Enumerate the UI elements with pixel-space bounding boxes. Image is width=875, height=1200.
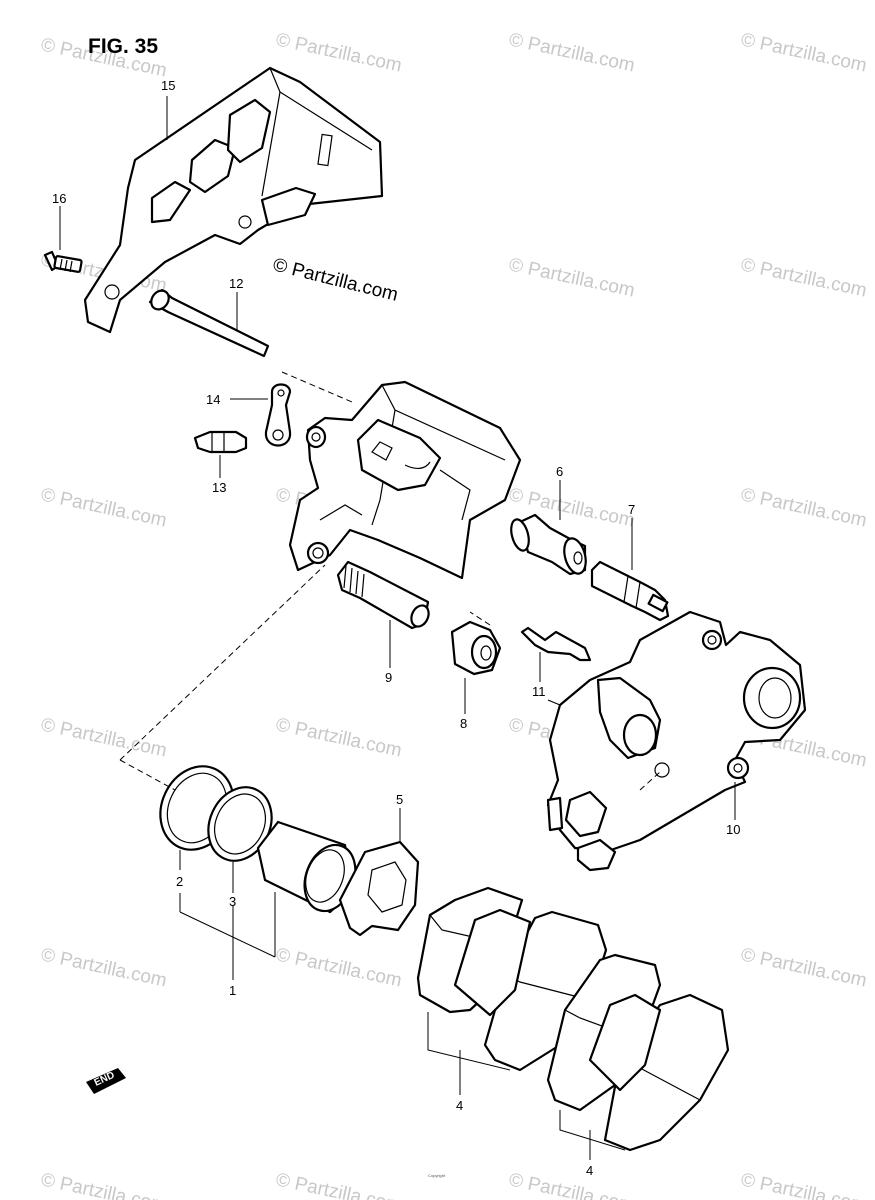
center-watermark: © Partzilla.com (271, 254, 400, 305)
bolt-part-7[interactable] (590, 560, 670, 622)
callout-14: 14 (206, 392, 220, 407)
callout-12: 12 (229, 276, 243, 291)
pad-spring-part-11[interactable] (520, 626, 592, 662)
callout-4a: 4 (456, 1098, 463, 1113)
boot-part-8[interactable] (450, 620, 502, 676)
watermark: © Partzilla.com (739, 254, 869, 301)
watermark: © Partzilla.com (739, 944, 869, 991)
sleeve-part-6[interactable] (508, 513, 589, 576)
callout-9: 9 (385, 670, 392, 685)
callout-1: 1 (229, 983, 236, 998)
callout-8: 8 (460, 716, 467, 731)
brake-pad-part-4b[interactable] (546, 953, 730, 1152)
watermark: © Partzilla.com (507, 29, 637, 76)
watermark: © Partzilla.com (39, 714, 169, 761)
bleeder-cap-part-14[interactable] (264, 383, 292, 447)
watermark: © Partzilla.com (274, 29, 404, 76)
watermark: © Partzilla.com (274, 944, 404, 991)
caliper-body[interactable] (288, 380, 522, 580)
callout-10: 10 (726, 822, 740, 837)
figure-title: FIG. 35 (88, 35, 158, 58)
callout-4b: 4 (586, 1163, 593, 1178)
bolt-part-16[interactable] (43, 250, 83, 273)
caliper-guard-part-15[interactable] (83, 66, 384, 334)
callout-5: 5 (396, 792, 403, 807)
bleeder-valve-part-13[interactable] (193, 430, 248, 454)
callout-13: 13 (212, 480, 226, 495)
watermark: © Partzilla.com (39, 944, 169, 991)
watermark: © Partzilla.com (739, 484, 869, 531)
watermark: © Partzilla.com (739, 29, 869, 76)
watermark: © Partzilla.com (739, 1169, 869, 1200)
callout-3: 3 (229, 894, 236, 909)
watermark: © Partzilla.com (274, 1169, 404, 1200)
watermark: © Partzilla.com (274, 714, 404, 761)
watermark: © Partzilla.com (507, 1169, 637, 1200)
copyright-text: Copyright (428, 1173, 446, 1178)
brake-pad-part-4a[interactable] (416, 886, 608, 1072)
callout-16: 16 (52, 191, 66, 206)
watermark: © Partzilla.com (39, 1169, 169, 1200)
end-mark: END (86, 1068, 126, 1094)
shim-part-5[interactable] (338, 840, 420, 937)
callout-15: 15 (161, 78, 175, 93)
callout-labels: 15 16 12 14 13 6 7 9 11 8 10 5 2 3 1 4 4 (52, 78, 740, 1178)
slide-pin-part-9[interactable] (336, 560, 432, 630)
watermark: © Partzilla.com (507, 254, 637, 301)
callout-11: 11 (532, 684, 546, 699)
callout-7: 7 (628, 502, 635, 517)
watermark: © Partzilla.com (39, 484, 169, 531)
caliper-bracket-part-10[interactable] (546, 610, 807, 872)
pin-part-12[interactable] (148, 287, 270, 358)
callout-2: 2 (176, 874, 183, 889)
leader-lines (59, 96, 736, 1160)
callout-6: 6 (556, 464, 563, 479)
